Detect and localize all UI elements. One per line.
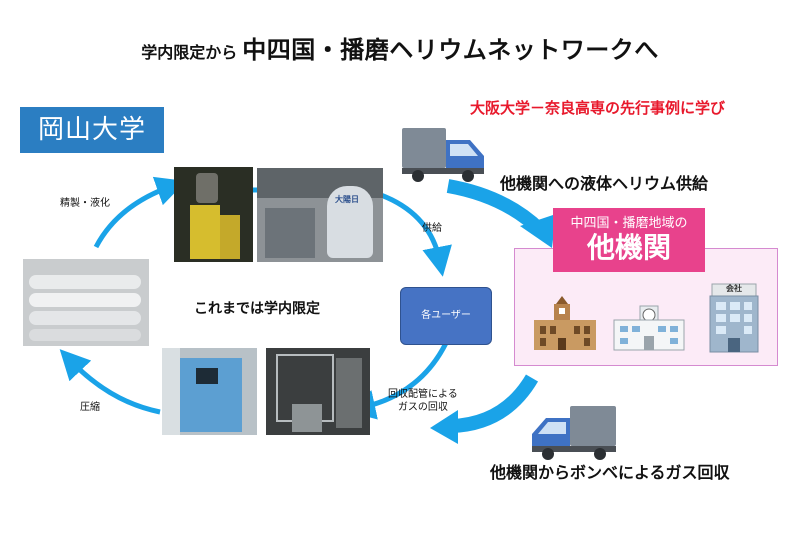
title-prefix: 学内限定から: [141, 43, 238, 62]
recovery-arrow: [451, 374, 539, 433]
other-institutions-label: 他機関: [586, 231, 671, 264]
recovery-equipment-photo: [266, 348, 370, 435]
users-box: 各ユーザー: [400, 287, 492, 345]
label-compress: 圧縮: [80, 402, 100, 413]
cycle-arrow-bottom-left: [59, 349, 161, 415]
cycle-arrow-bottom-right: [345, 341, 449, 420]
supply-arrow-head: [520, 214, 556, 248]
tank-label: 大陽日: [335, 195, 359, 204]
label-purify-liquefy: 精製・液化: [60, 198, 110, 209]
compressor-photo: [162, 348, 257, 435]
school-building-icon: [613, 305, 685, 351]
cycle-arrow-top-right: [371, 189, 452, 277]
truck-icon-bottom: [532, 406, 616, 460]
liquefier-photo: [174, 167, 253, 262]
university-building-icon: [534, 296, 596, 350]
label-supply: 供給: [422, 223, 442, 234]
okayama-university-label: 岡山大学: [20, 107, 164, 153]
gas-storage-photo: [23, 259, 149, 346]
title-main: 中四国・播磨ヘリウムネットワークへ: [242, 36, 659, 64]
recovery-arrow-head: [430, 410, 458, 444]
supply-text: 他機関への液体ヘリウム供給: [500, 174, 709, 193]
recovery-text: 他機関からボンベによるガス回収: [490, 463, 730, 482]
cycle-ring: [59, 176, 452, 420]
page-title: 学内限定から 中四国・播磨ヘリウムネットワークへ: [0, 30, 800, 65]
center-text: これまでは学内限定: [194, 301, 320, 317]
cycle-arrow-top-left: [93, 176, 187, 249]
company-building-icon: [709, 283, 759, 353]
precedent-text: 大阪大学－奈良高専の先行事例に学び: [470, 99, 726, 117]
return-pipe-line1: 回収配管による: [388, 389, 458, 400]
helium-tank-photo: 大陽日: [257, 168, 383, 262]
company-sign: 会社: [726, 284, 742, 293]
return-pipe-line2: ガスの回収: [397, 402, 448, 413]
region-label: 中四国・播磨地域の: [570, 216, 688, 231]
truck-icon-top: [402, 128, 484, 182]
label-return-pipe: 回収配管による ガスの回収: [388, 388, 458, 414]
other-institutions-header: 中四国・播磨地域の 他機関: [553, 208, 705, 272]
